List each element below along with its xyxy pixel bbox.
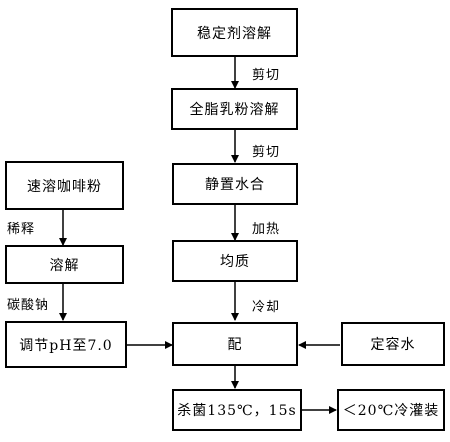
node-sterilize: 杀菌135℃，15s — [172, 389, 302, 431]
edge-label-heat: 加热 — [252, 222, 281, 237]
node-cold-filling: ＜20℃冷灌装 — [337, 389, 445, 431]
node-stabilizer-dissolve: 稳定剂溶解 — [171, 8, 298, 57]
edge-label-shear-1: 剪切 — [252, 68, 281, 83]
node-instant-coffee: 速溶咖啡粉 — [5, 161, 124, 210]
node-hydration: 静置水合 — [172, 163, 298, 205]
node-dissolve: 溶解 — [5, 245, 124, 284]
node-adjust-ph: 调节pH至7.0 — [5, 321, 127, 368]
node-mix: 配 — [172, 322, 298, 366]
edge-label-dilute: 稀释 — [7, 222, 36, 237]
node-milk-powder-dissolve: 全脂乳粉溶解 — [171, 88, 298, 130]
edge-label-cool: 冷却 — [252, 300, 281, 315]
node-fixed-volume-water: 定容水 — [341, 322, 445, 366]
edge-label-sodium-carbonate: 碳酸钠 — [7, 298, 50, 313]
node-homogenize: 均质 — [172, 240, 298, 282]
edge-label-shear-2: 剪切 — [252, 145, 281, 160]
